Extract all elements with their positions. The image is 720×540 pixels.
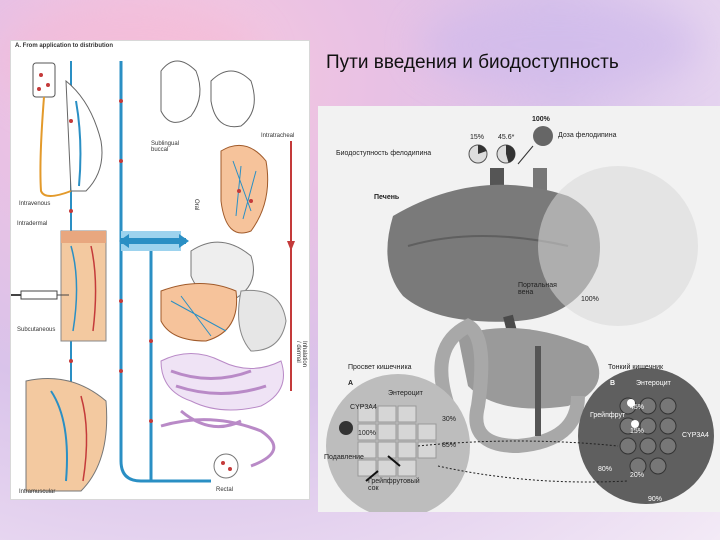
- grapefruit-juice-label: Грейпфрутовый сок: [368, 478, 420, 492]
- percent-20-b: 20%: [630, 472, 644, 479]
- dose-percent: 100%: [532, 116, 550, 123]
- cyp3a4-a-label: CYP3A4: [350, 404, 377, 411]
- enterocyte-b-label: Энтероцит: [636, 380, 671, 387]
- label-intravenous: Intravenous: [19, 201, 50, 207]
- label-rectal: Rectal: [216, 487, 233, 493]
- label-intramuscular: Intramuscular: [19, 489, 55, 495]
- portal-vein-label: Портальная вена: [518, 282, 557, 296]
- percent-80-b: 80%: [598, 466, 612, 473]
- bioavailability-diagram: [318, 106, 720, 512]
- cyp3a4-b-label: CYP3A4: [682, 432, 709, 439]
- percent-90-b: 90%: [648, 496, 662, 503]
- routes-diagram: [11, 41, 310, 500]
- bioavailability-label: Биодоступность фелодипина: [336, 150, 431, 157]
- liver-label: Печень: [374, 194, 399, 201]
- figure-heading: A. From application to distribution: [15, 43, 113, 49]
- label-oral: Oral: [193, 199, 199, 210]
- suppression-label: Подавление: [324, 454, 364, 461]
- percent-15-b: 15%: [630, 428, 644, 435]
- percent-100-a: 100%: [358, 430, 376, 437]
- portal-percent: 100%: [581, 296, 599, 303]
- percent-85: 85%: [442, 442, 456, 449]
- percent-45-b: 45%: [630, 404, 644, 411]
- slide-title: Пути введения и биодоступность: [326, 52, 716, 74]
- label-intratracheal: Intratracheal: [261, 133, 294, 139]
- label-subcutaneous: Subcutaneous: [17, 327, 55, 333]
- grapefruit-b-label: Грейпфрут: [590, 412, 625, 419]
- lumen-label: Просвет кишечника: [348, 364, 412, 371]
- label-sublingual: Sublingual buccal: [151, 141, 179, 153]
- label-vertical-dermal: Inhalation / dermal: [295, 341, 307, 367]
- percent-30: 30%: [442, 416, 456, 423]
- label-a: А: [348, 380, 353, 387]
- administration-routes-figure: A. From application to distribution Intr…: [10, 40, 310, 500]
- label-intradermal: Intradermal: [17, 221, 47, 227]
- enterocyte-a-label: Энтероцит: [388, 390, 423, 397]
- small-intestine-label: Тонкий кишечник: [608, 364, 663, 371]
- percent-45-6: 45.6*: [498, 134, 514, 141]
- label-b: В: [610, 380, 615, 387]
- background-blob: [420, 0, 700, 90]
- percent-15: 15%: [470, 134, 484, 141]
- bioavailability-figure: 100% Доза фелодипина Биодоступность фело…: [318, 106, 720, 512]
- dose-label: Доза фелодипина: [558, 132, 616, 139]
